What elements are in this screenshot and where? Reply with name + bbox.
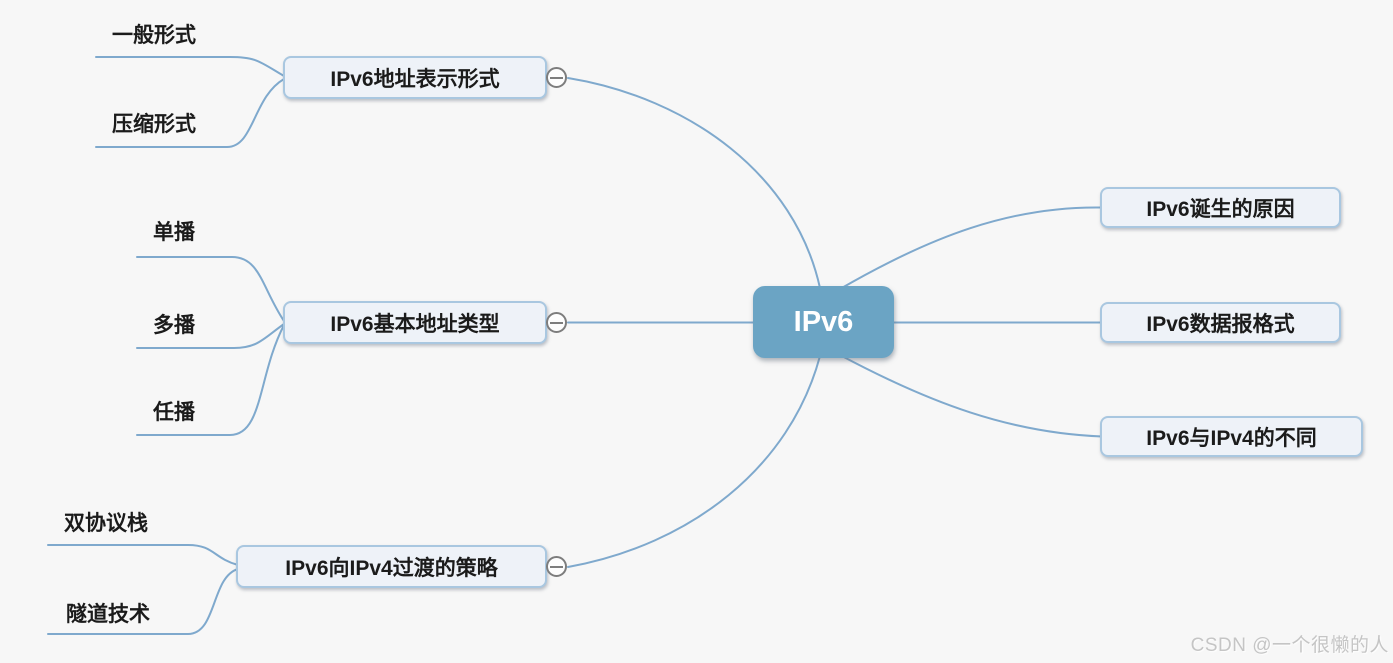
topic-label: IPv6地址表示形式 — [330, 67, 500, 91]
subtopic-general-form[interactable]: 一般形式 — [112, 24, 196, 47]
subtopic-dual-stack[interactable]: 双协议栈 — [64, 512, 148, 535]
branch-anycast — [136, 324, 285, 436]
branch-unicast — [136, 256, 285, 322]
topic-ipv6-birth-reason[interactable]: IPv6诞生的原因 — [1100, 187, 1341, 228]
central-topic-ipv6[interactable]: IPv6 — [753, 286, 894, 358]
minus-icon — [550, 321, 563, 324]
topic-label: IPv6向IPv4过渡的策略 — [285, 556, 498, 580]
subtopic-tunneling[interactable]: 隧道技术 — [66, 603, 150, 626]
subtopic-unicast[interactable]: 单播 — [153, 221, 195, 244]
subtopic-anycast[interactable]: 任播 — [153, 401, 195, 424]
branch-central-to-address-representation — [567, 77, 821, 289]
topic-ipv6-datagram-format[interactable]: IPv6数据报格式 — [1100, 302, 1341, 343]
branch-multicast — [136, 323, 285, 349]
topic-ipv6-transition-strategies[interactable]: IPv6向IPv4过渡的策略 — [236, 545, 547, 588]
topic-ipv6-vs-ipv4-difference[interactable]: IPv6与IPv4的不同 — [1100, 416, 1363, 457]
topic-label: IPv6数据报格式 — [1146, 312, 1295, 336]
collapse-button-address-representation[interactable] — [546, 67, 567, 88]
branch-central-to-reason — [839, 206, 1103, 290]
branch-central-to-transition — [567, 355, 821, 568]
minus-icon — [550, 76, 563, 79]
topic-label: IPv6诞生的原因 — [1146, 197, 1295, 221]
watermark-text: CSDN @一个很懒的人 — [1190, 635, 1389, 656]
minus-icon — [550, 565, 563, 568]
topic-label: IPv6基本地址类型 — [330, 312, 500, 336]
subtopic-compressed-form[interactable]: 压缩形式 — [112, 113, 196, 136]
topic-ipv6-address-representation[interactable]: IPv6地址表示形式 — [283, 56, 547, 99]
branch-dual-stack — [47, 544, 239, 566]
central-topic-label: IPv6 — [793, 305, 854, 338]
collapse-button-transition-strategies[interactable] — [546, 556, 567, 577]
branch-central-to-difference — [839, 354, 1103, 438]
subtopic-multicast[interactable]: 多播 — [153, 314, 195, 337]
topic-label: IPv6与IPv4的不同 — [1146, 426, 1317, 450]
collapse-button-address-types[interactable] — [546, 312, 567, 333]
branch-tunneling — [47, 568, 239, 635]
branch-compressed-form — [95, 78, 285, 148]
topic-ipv6-address-types[interactable]: IPv6基本地址类型 — [283, 301, 547, 344]
branch-general-form — [95, 56, 285, 77]
